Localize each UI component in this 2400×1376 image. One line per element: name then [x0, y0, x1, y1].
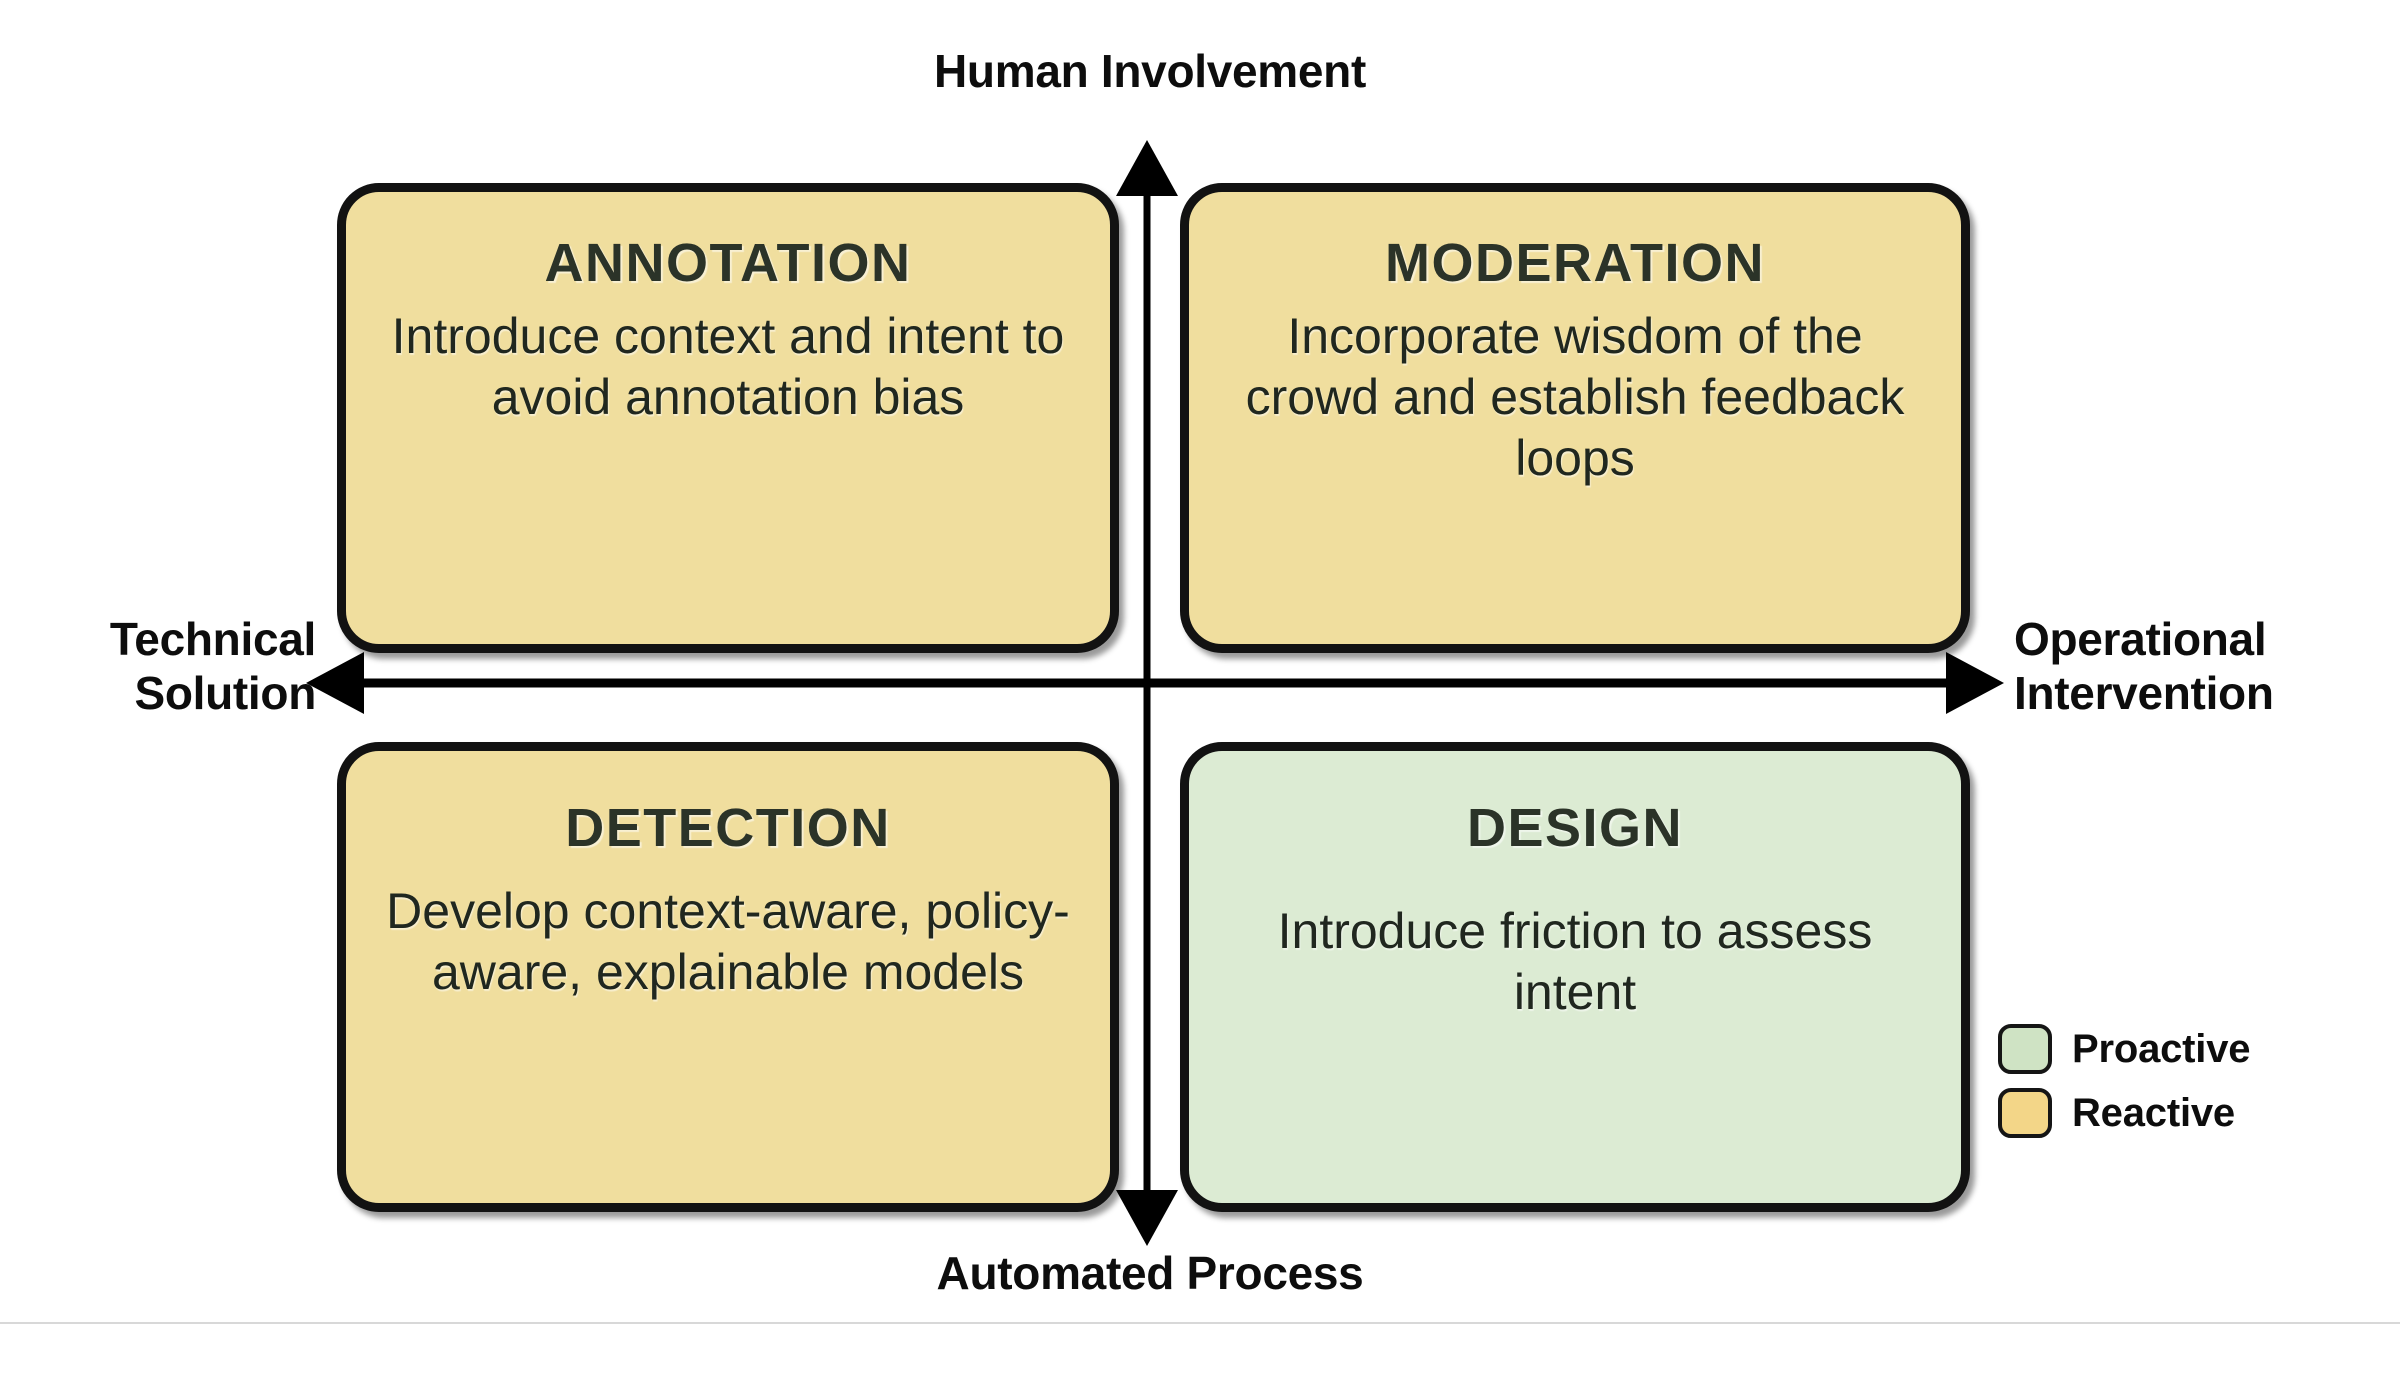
bottom-divider: [0, 1322, 2400, 1324]
legend-item-proactive[interactable]: Proactive: [1998, 1024, 2251, 1074]
legend-swatch-reactive-icon: [1998, 1088, 2052, 1138]
legend: Proactive Reactive: [1998, 1024, 2251, 1138]
quadrant-description-design: Introduce friction to assess intent: [1277, 903, 1873, 1020]
axis-label-technical-solution: Technical Solution: [109, 613, 316, 720]
quadrant-box-design[interactable]: DESIGN Introduce friction to assess inte…: [1180, 742, 1970, 1212]
quadrant-box-moderation[interactable]: MODERATION Incorporate wisdom of the cro…: [1180, 183, 1970, 653]
quadrant-description-annotation: Introduce context and intent to avoid an…: [391, 308, 1065, 425]
quadrant-box-detection[interactable]: DETECTION Develop context-aware, policy-…: [337, 742, 1119, 1212]
legend-label-reactive: Reactive: [2072, 1090, 2235, 1135]
axis-label-automated-process: Automated Process: [936, 1247, 1364, 1299]
quadrant-title-detection: DETECTION: [565, 798, 891, 858]
quadrant-description-detection: Develop context-aware, policy-aware, exp…: [386, 883, 1070, 1000]
axis-arrow-up: [1116, 140, 1178, 196]
quadrant-title-moderation: MODERATION: [1385, 233, 1765, 293]
quadrant-title-design: DESIGN: [1466, 798, 1684, 858]
quadrant-box-annotation[interactable]: ANNOTATION Introduce context and intent …: [337, 183, 1119, 653]
quadrant-title-annotation: ANNOTATION: [544, 233, 912, 293]
axis-arrow-down: [1116, 1190, 1178, 1246]
axis-arrow-right: [1946, 652, 2004, 714]
legend-swatch-proactive-icon: [1998, 1024, 2052, 1074]
axis-label-human-involvement: Human Involvement: [934, 45, 1366, 97]
legend-item-reactive[interactable]: Reactive: [1998, 1088, 2250, 1138]
quadrant-description-moderation: Incorporate wisdom of the crowd and esta…: [1245, 308, 1905, 486]
axis-label-operational-intervention: Operational Intervention: [2014, 613, 2274, 720]
legend-label-proactive: Proactive: [2072, 1026, 2251, 1071]
